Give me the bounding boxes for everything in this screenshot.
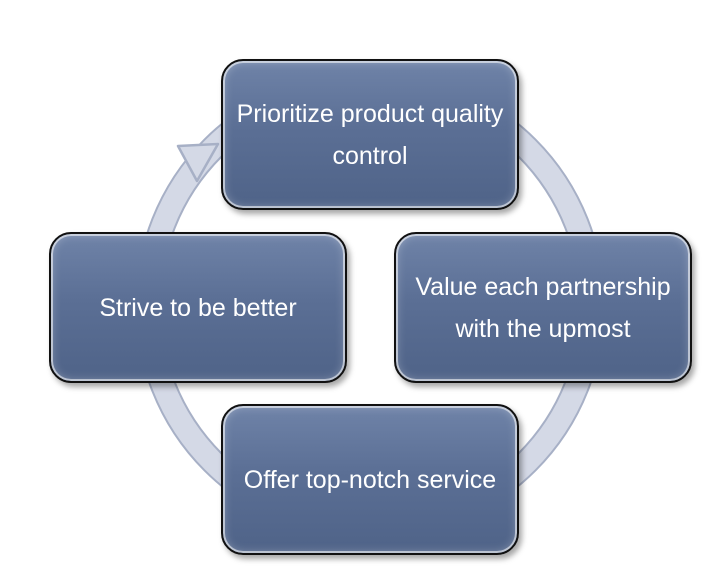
node-label-prioritize: Prioritize product quality control [236, 99, 504, 170]
node-label-value-partnership: Value each partnership with the upmost [415, 272, 671, 343]
cycle-node-right: Value each partnership with the upmost [394, 232, 692, 383]
cycle-node-bottom: Offer top-notch service [221, 404, 519, 555]
node-label-offer-service: Offer top-notch service [243, 465, 497, 494]
curved-arrow-icon [176, 142, 220, 183]
cycle-node-top: Prioritize product quality control [221, 59, 519, 210]
cycle-node-left: Strive to be better [49, 232, 347, 383]
node-label-strive: Strive to be better [99, 293, 297, 322]
